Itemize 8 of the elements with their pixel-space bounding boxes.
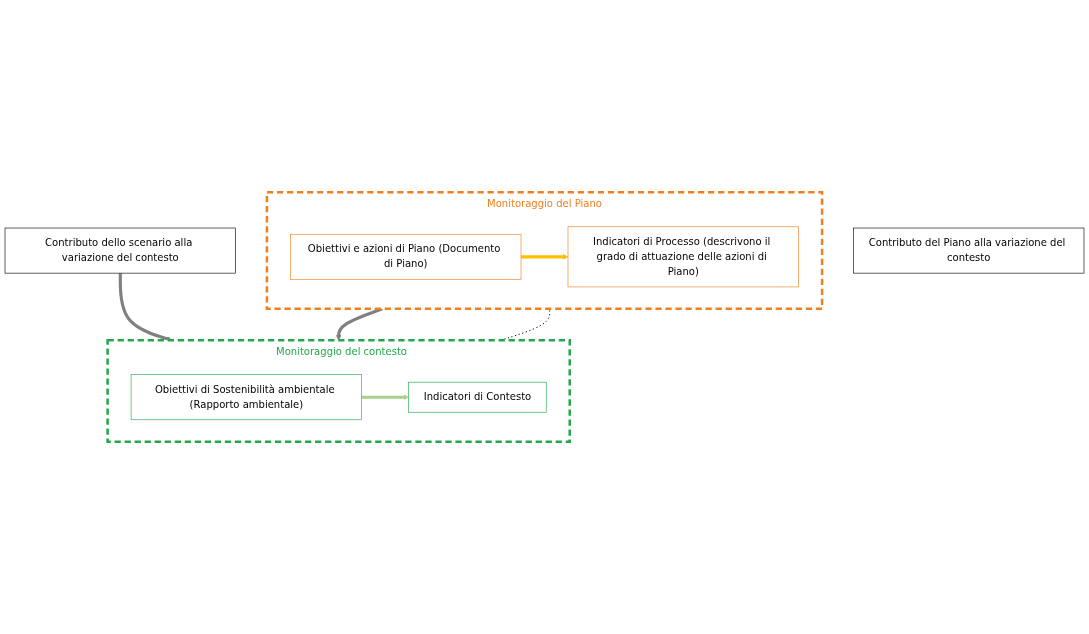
arrow	[521, 254, 569, 260]
node-box: Obiettivi e azioni di Piano (Documento di Piano)	[290, 233, 522, 280]
arrow	[361, 394, 409, 400]
node-box: Contributo del Piano alla variazione del contesto	[853, 227, 1085, 274]
node-box: Indicatori di Contesto	[408, 381, 547, 413]
node-box: Obiettivi di Sostenibilità ambientale (Rapporto ambientale)	[130, 374, 362, 421]
node-box: Indicatori di Processo (descrivono il grado di attuazione delle azioni di Piano)	[567, 226, 799, 288]
node-box: Contributo dello scenario alla variazione del contesto	[4, 227, 236, 274]
